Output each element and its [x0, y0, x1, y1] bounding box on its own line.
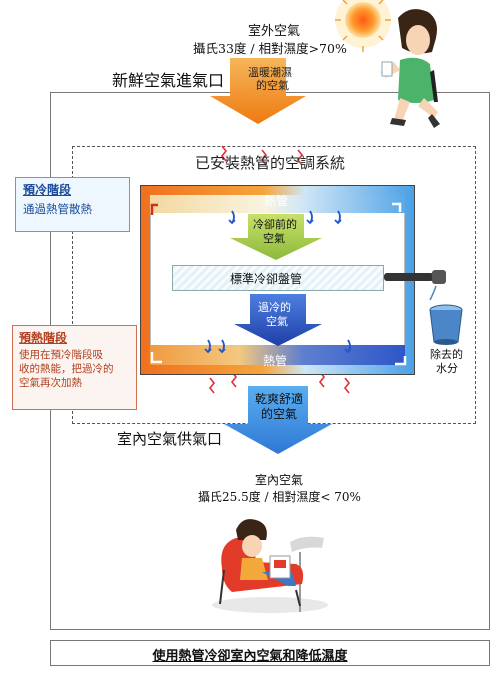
dry-air-line1: 乾爽舒適 — [255, 392, 304, 406]
precooled-air-line2: 空氣 — [263, 232, 285, 245]
outdoor-conditions: 攝氏33度 / 相對濕度>70% — [193, 41, 347, 56]
warm-humid-air-line2: 的空氣 — [256, 79, 289, 92]
overcooled-air-line2: 空氣 — [266, 315, 288, 328]
dry-comfortable-air-label: 乾爽舒適 的空氣 — [255, 392, 303, 422]
reheat-note-title: 預熱階段 — [19, 331, 68, 345]
overcooled-air-label: 過冷的 空氣 — [258, 301, 291, 329]
reheat-note-line3: 空氣再次加熱 — [19, 377, 82, 389]
warm-humid-air-line1: 溫暖潮濕 — [248, 66, 292, 79]
precooled-air-label: 冷卻前的 空氣 — [253, 218, 297, 246]
precool-stage-note: 預冷階段 通過熱管散熱 — [15, 177, 130, 232]
outdoor-label: 室外空氣 — [248, 24, 301, 39]
precooled-air-line1: 冷卻前的 — [253, 218, 297, 231]
overcooled-air-line1: 過冷的 — [258, 301, 291, 314]
fresh-air-inlet-label: 新鮮空氣進氣口 — [112, 71, 225, 90]
reheat-stage-note: 預熱階段 使用在預冷階段吸 收的熱能，把過冷的 空氣再次加熱 — [12, 325, 137, 410]
reheat-note-line1: 使用在預冷階段吸 — [19, 349, 103, 361]
system-title: 已安裝熱管的空調系統 — [195, 154, 346, 172]
standard-cooling-coil — [172, 265, 384, 291]
indoor-supply-outlet-label: 室內空氣供氣口 — [117, 430, 223, 448]
precool-note-title: 預冷階段 — [23, 183, 72, 197]
reheat-note-body: 使用在預冷階段吸 收的熱能，把過冷的 空氣再次加熱 — [19, 348, 130, 390]
water-removed-line1: 除去的 — [430, 348, 463, 361]
heat-pipe-bottom-band — [150, 345, 405, 365]
indoor-label: 室內空氣 — [255, 473, 304, 487]
water-removed-label: 除去的 水分 — [430, 348, 463, 376]
caption-box — [50, 640, 490, 666]
indoor-conditions: 攝氏25.5度 / 相對濕度< 70% — [198, 490, 361, 504]
warm-humid-air-label: 溫暖潮濕 的空氣 — [248, 66, 292, 92]
heat-pipe-top-label: 熱管 — [264, 194, 289, 208]
water-removed-line2: 水分 — [436, 362, 458, 375]
heat-pipe-top-band — [150, 195, 405, 213]
reheat-note-line2: 收的熱能，把過冷的 — [19, 363, 114, 375]
figure-caption: 使用熱管冷卻室內空氣和降低濕度 — [152, 649, 348, 664]
precool-note-body: 通過熱管散熱 — [23, 202, 92, 216]
dry-air-line2: 的空氣 — [261, 407, 298, 421]
heat-pipe-bottom-label: 熱管 — [263, 354, 288, 368]
standard-coil-label: 標準冷卻盤管 — [230, 272, 303, 286]
